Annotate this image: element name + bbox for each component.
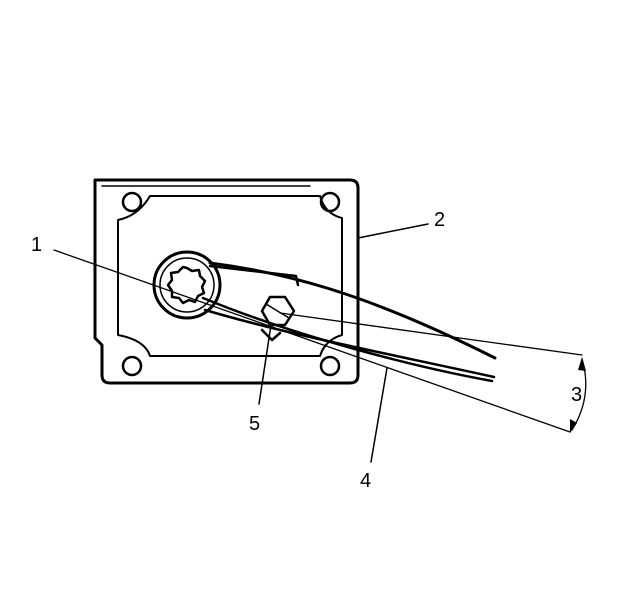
mounting-hole-top-right [319,191,341,213]
leader-line-4 [370,367,388,463]
angle-dimension [570,357,587,433]
splined-shaft [166,265,207,305]
callout-3: 3 [571,384,582,406]
arrow-head-down [570,419,577,433]
lever-arm [152,250,497,383]
housing-plate [93,178,360,385]
callout-5: 5 [249,413,260,435]
arrow-head-up [578,357,586,371]
reference-lines [53,249,583,433]
leader-line-5 [258,324,272,405]
leader-line-2 [357,223,429,239]
leader-lines [258,223,429,463]
mounting-hole-bottom-left [121,355,143,377]
mounting-hole-bottom-right [319,355,341,377]
callout-4: 4 [360,470,371,492]
pivot-bolt [260,295,296,327]
mounting-hole-top-left [121,191,143,213]
callout-1: 1 [31,234,42,256]
callout-2: 2 [434,209,445,231]
